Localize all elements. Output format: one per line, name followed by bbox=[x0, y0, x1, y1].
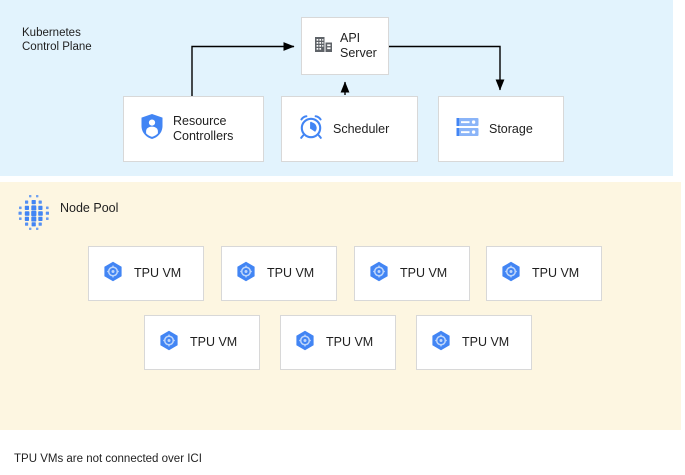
tpu-vm-card[interactable]: TPU VM bbox=[354, 246, 470, 301]
tpu-vm-label: TPU VM bbox=[462, 335, 510, 349]
tpu-vm-card[interactable]: TPU VM bbox=[486, 246, 602, 301]
dot-matrix-icon bbox=[12, 192, 56, 232]
tpu-vm-card[interactable]: TPU VM bbox=[221, 246, 337, 301]
office-building-icon bbox=[314, 34, 333, 59]
storage-card[interactable]: Storage bbox=[438, 96, 564, 162]
tpu-vm-card[interactable]: TPU VM bbox=[144, 315, 260, 370]
tpu-hexagon-icon bbox=[236, 261, 256, 287]
api-server-label: API Server bbox=[340, 31, 377, 60]
tpu-vm-label: TPU VM bbox=[400, 266, 448, 280]
tpu-hexagon-icon bbox=[501, 261, 521, 287]
tpu-hexagon-icon bbox=[159, 330, 179, 356]
resource-controllers-card[interactable]: Resource Controllers bbox=[123, 96, 264, 162]
tpu-hexagon-icon bbox=[103, 261, 123, 287]
server-rack-icon bbox=[455, 115, 480, 144]
tpu-vm-label: TPU VM bbox=[190, 335, 238, 349]
tpu-vm-label: TPU VM bbox=[134, 266, 182, 280]
alarm-clock-icon bbox=[298, 114, 324, 145]
shield-person-icon bbox=[140, 113, 164, 145]
tpu-hexagon-icon bbox=[431, 330, 451, 356]
tpu-hexagon-icon bbox=[369, 261, 389, 287]
storage-label: Storage bbox=[489, 121, 533, 136]
tpu-vm-card[interactable]: TPU VM bbox=[416, 315, 532, 370]
tpu-vm-label: TPU VM bbox=[532, 266, 580, 280]
tpu-vm-label: TPU VM bbox=[326, 335, 374, 349]
api-server-card[interactable]: API Server bbox=[301, 17, 389, 75]
tpu-hexagon-icon bbox=[295, 330, 315, 356]
tpu-vm-card[interactable]: TPU VM bbox=[88, 246, 204, 301]
footnote-text: TPU VMs are not connected over ICI bbox=[14, 453, 202, 465]
resource-controllers-label: Resource Controllers bbox=[173, 114, 234, 143]
node-pool-panel bbox=[0, 182, 681, 430]
scheduler-card[interactable]: Scheduler bbox=[281, 96, 418, 162]
node-pool-title: Node Pool bbox=[60, 201, 119, 215]
scheduler-label: Scheduler bbox=[333, 121, 390, 136]
tpu-vm-card[interactable]: TPU VM bbox=[280, 315, 396, 370]
control-plane-title: Kubernetes Control Plane bbox=[22, 27, 92, 53]
tpu-vm-label: TPU VM bbox=[267, 266, 315, 280]
